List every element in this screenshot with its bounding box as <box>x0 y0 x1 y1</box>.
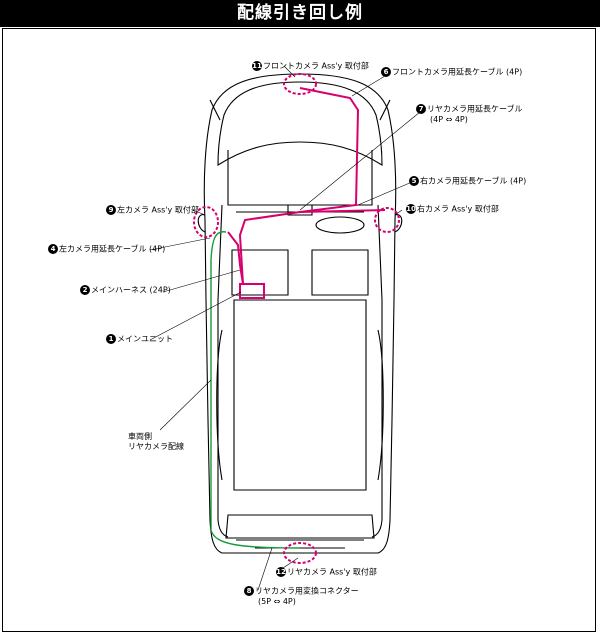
label-text: 右カメラ Ass'y 取付部 <box>417 204 499 214</box>
label-text: メインハーネス (24P) <box>91 285 171 295</box>
label-front-camera-mount: 11フロントカメラ Ass'y 取付部 <box>252 61 369 72</box>
label-text: リヤカメラ用延長ケーブル <box>427 104 523 114</box>
diagram-frame <box>2 28 596 632</box>
right-camera-mount-marker <box>374 207 400 233</box>
number-badge-1: 1 <box>106 334 116 344</box>
car-body <box>197 73 403 554</box>
label-text-line2: リヤカメラ配線 <box>128 442 184 451</box>
label-text: フロントカメラ用延長ケーブル (4P) <box>392 67 523 77</box>
label-subtext: (4P ⇔ 4P) <box>430 114 468 124</box>
label-text: 右カメラ用延長ケーブル (4P) <box>420 176 527 186</box>
label-text: メインユニット <box>117 334 173 344</box>
leader-lines <box>149 65 421 591</box>
rear-camera-mount-marker <box>283 542 317 564</box>
number-badge-5: 5 <box>409 176 419 186</box>
label-rear-camera-mount: 12リヤカメラ Ass'y 取付部 <box>276 567 377 578</box>
label-text: リヤカメラ Ass'y 取付部 <box>287 567 377 577</box>
label-vehicle-rear-camera-wiring: 車両側リヤカメラ配線 <box>128 432 184 452</box>
label-text: 車両側 <box>128 432 152 441</box>
number-badge-2: 2 <box>80 285 90 295</box>
number-badge-11: 11 <box>252 61 262 71</box>
label-right-camera-mount: 10右カメラ Ass'y 取付部 <box>406 204 499 215</box>
number-badge-9: 9 <box>106 205 116 215</box>
number-badge-8: 8 <box>244 586 254 596</box>
magenta-cables <box>227 87 386 285</box>
label-text: リヤカメラ用変換コネクター <box>255 586 359 596</box>
number-badge-4: 4 <box>48 244 58 254</box>
label-text: フロントカメラ Ass'y 取付部 <box>263 61 369 71</box>
label-subtext: (5P ⇔ 4P) <box>258 596 296 606</box>
main-unit-box <box>239 283 265 299</box>
number-badge-12: 12 <box>276 567 286 577</box>
number-badge-7: 7 <box>416 104 426 114</box>
label-text: 左カメラ用延長ケーブル (4P) <box>59 244 166 254</box>
rear-camera-vehicle-wiring <box>210 231 301 549</box>
front-camera-mount-marker <box>283 73 317 95</box>
number-badge-6: 6 <box>381 67 391 77</box>
page-title: 配線引き回し例 <box>0 0 600 27</box>
label-text: 左カメラ Ass'y 取付部 <box>117 205 199 215</box>
left-camera-mount-marker <box>193 206 219 238</box>
number-badge-10: 10 <box>406 204 416 214</box>
